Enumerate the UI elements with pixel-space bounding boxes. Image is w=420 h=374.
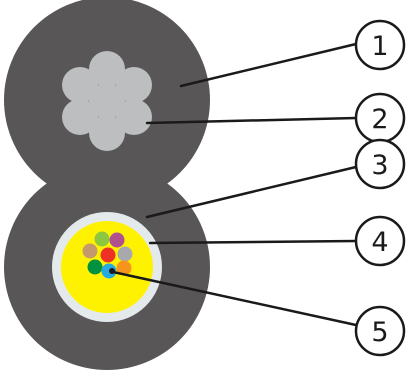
callout-3-number: 3 (371, 150, 388, 181)
callout-5-number: 5 (371, 317, 388, 348)
fiber-cable (4, 164, 210, 370)
steel-strand (62, 67, 98, 103)
steel-strand (89, 83, 125, 119)
callout-3-circle (354, 138, 406, 190)
leader-line-3 (145, 165, 358, 219)
steel-strand (89, 115, 125, 151)
messenger-wire (4, 0, 210, 203)
leader-line-1 (179, 42, 358, 88)
steel-strands (62, 51, 152, 151)
optical-fiber (117, 246, 133, 262)
callout-5: 5 (354, 305, 406, 357)
optical-fiber (82, 243, 98, 259)
callout-4-circle (354, 215, 406, 267)
callout-2: 2 (354, 92, 406, 144)
callout-3: 3 (354, 138, 406, 190)
steel-strand (116, 99, 152, 135)
callout-1: 1 (354, 19, 406, 71)
steel-strand (116, 67, 152, 103)
optical-fiber (100, 247, 116, 263)
leader-line-5 (111, 270, 358, 327)
callout-2-number: 2 (371, 104, 388, 135)
optical-fibers (82, 231, 133, 279)
callout-1-number: 1 (371, 31, 388, 62)
leader-line-5-anchor-dot (109, 268, 115, 274)
steel-strand (62, 99, 98, 135)
optical-fiber (109, 232, 125, 248)
leader-line-2 (145, 116, 358, 125)
leader-line-4 (148, 239, 358, 245)
callouts: 1 2 3 4 5 (354, 19, 406, 357)
callout-1-circle (354, 19, 406, 71)
optical-fiber (94, 231, 110, 247)
callout-4: 4 (354, 215, 406, 267)
callout-4-number: 4 (371, 227, 388, 258)
leader-lines (111, 42, 358, 327)
optical-fiber (87, 259, 103, 275)
steel-strand (89, 51, 125, 87)
optical-fiber (116, 260, 132, 276)
callout-5-circle (354, 305, 406, 357)
